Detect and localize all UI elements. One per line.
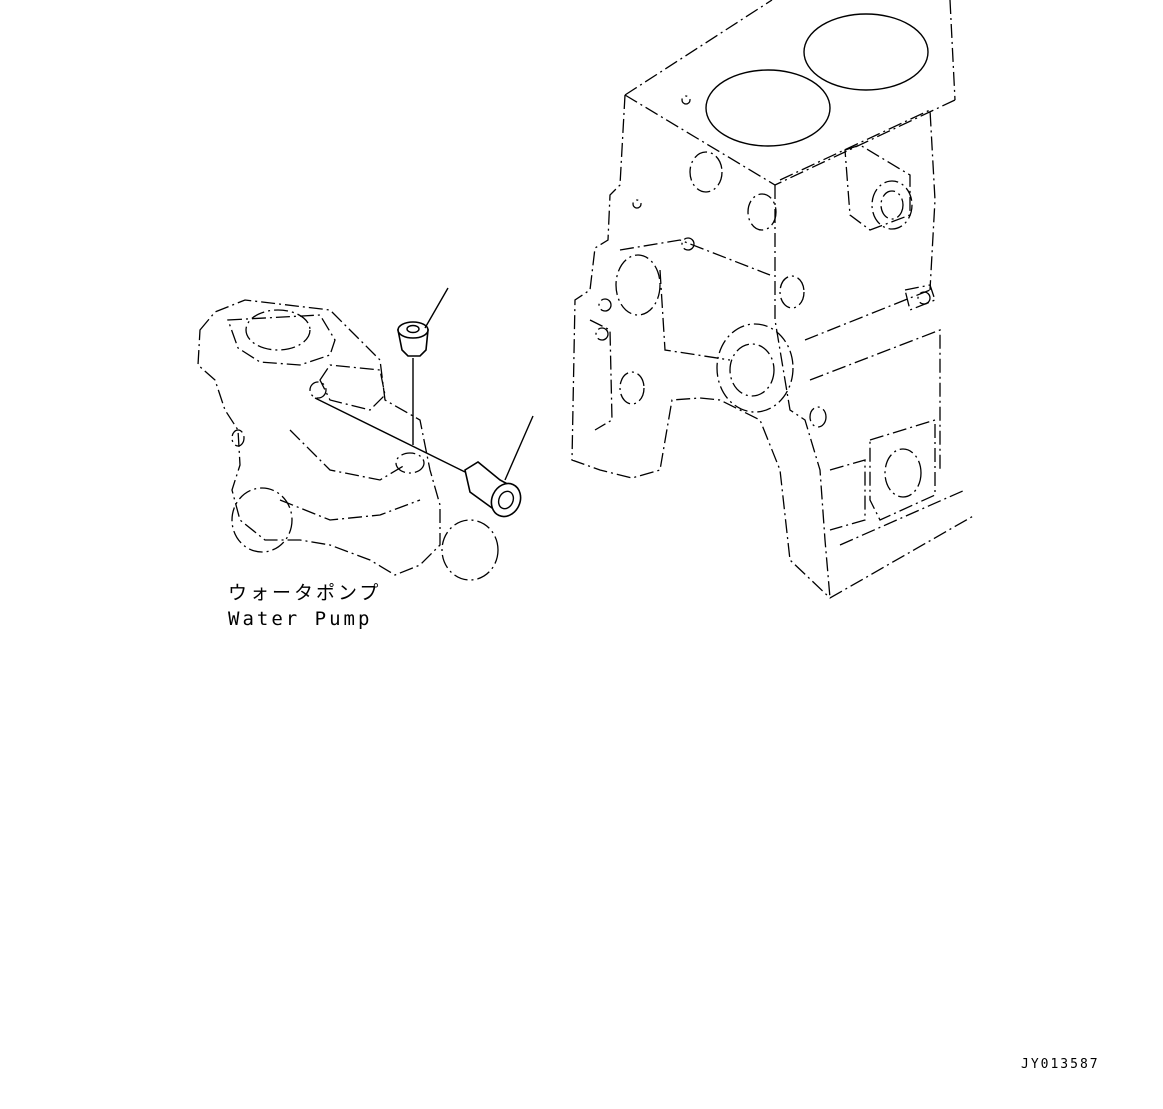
- water-pump-body: [197, 299, 499, 581]
- callout-line-1: [424, 287, 449, 329]
- cylinder-bore-2: [803, 13, 929, 91]
- cylinder-bore-1: [705, 69, 831, 147]
- fitting-part: [314, 397, 522, 518]
- drawing-id: JY013587: [1021, 1057, 1100, 1072]
- part-name-japanese: ウォータポンプ: [228, 582, 382, 604]
- callout-line-2: [504, 415, 534, 481]
- plug-part: [397, 321, 429, 445]
- engine-block-outline: [571, 0, 976, 599]
- block-holes: [595, 95, 931, 498]
- part-name-english: Water Pump: [228, 608, 373, 630]
